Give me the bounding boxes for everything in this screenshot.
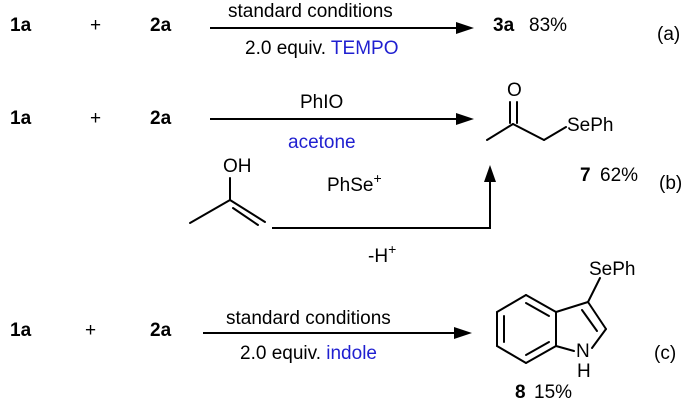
reaction-b-product: 7: [580, 165, 591, 186]
reaction-a-product: 3a: [493, 15, 515, 36]
indole-n-c7a-bond: [555, 345, 575, 352]
product-7-structure: O SePh: [486, 80, 613, 141]
reaction-b-reagent-top: PhIO: [300, 92, 343, 113]
reaction-c-conditions-top: standard conditions: [226, 308, 391, 329]
indole-c3-se-bond: [587, 277, 601, 303]
reaction-c-plus: +: [85, 320, 96, 341]
reaction-a-yield: 83%: [529, 15, 567, 36]
reaction-a-conditions-top: standard conditions: [228, 1, 393, 22]
reaction-c-reactant-2: 2a: [150, 320, 172, 341]
reaction-b-plus: +: [90, 108, 101, 129]
reaction-a-conditions-prefix: 2.0 equiv.: [245, 38, 331, 59]
reaction-a-reactant-1: 1a: [10, 15, 32, 36]
reaction-a-label: (a): [657, 24, 680, 45]
reaction-b-side-arrowhead: [484, 165, 496, 182]
reaction-c-reagent-indole: indole: [326, 343, 377, 364]
reaction-b-proton-loss: -H+: [368, 241, 396, 267]
product-8-structure: N H SePh: [496, 259, 635, 382]
reaction-b-phse-charge: +: [373, 170, 381, 186]
reaction-c-conditions-bottom: 2.0 equiv. indole: [240, 343, 377, 364]
reaction-a-arrowhead: [456, 22, 474, 34]
indole-benzene-bond-6: [496, 294, 527, 313]
reaction-b-phse-reagent: PhSe+: [327, 170, 382, 196]
ch2-se-bond: [543, 126, 567, 141]
enol-oh-label: OH: [223, 156, 252, 177]
product-7-seph-label: SePh: [567, 115, 613, 136]
reaction-c-label: (c): [654, 343, 676, 364]
reaction-c-reactant-1: 1a: [10, 320, 32, 341]
reaction-b-label: (b): [659, 173, 682, 194]
ketone-oxygen-label: O: [507, 80, 522, 101]
reaction-b: 1a + 2a PhIO acetone OH PhSe+ -H+ O SePh: [10, 80, 682, 267]
ketone-ch2-bond: [512, 123, 545, 141]
indole-benzene-bond-2: [496, 345, 527, 364]
reaction-c-conditions-prefix: 2.0 equiv.: [240, 343, 326, 364]
indole-benzene-bond-5: [525, 294, 557, 313]
product-8-seph-label: SePh: [589, 259, 635, 280]
enol-alkene-bond: [229, 199, 266, 223]
indole-c3-c2-bond: [587, 301, 607, 330]
indole-benzene-double-3: [525, 302, 550, 317]
reaction-c-yield: 15%: [534, 382, 572, 403]
reaction-b-reactant-2: 2a: [150, 108, 172, 129]
indole-benzene-bond-3: [525, 345, 557, 364]
reaction-a-reagent-tempo: TEMPO: [331, 38, 399, 59]
reaction-c-product: 8: [515, 382, 526, 403]
indole-c3a-c3-bond: [555, 301, 589, 313]
indole-h-label: H: [577, 361, 591, 382]
reaction-b-proton-loss-charge: +: [388, 241, 396, 257]
indole-c3-c2-double: [581, 309, 598, 332]
reaction-a: 1a + 2a standard conditions 2.0 equiv. T…: [10, 1, 680, 59]
enol-structure: OH: [189, 156, 266, 226]
reaction-b-reactant-1: 1a: [10, 108, 32, 129]
reaction-a-plus: +: [90, 15, 101, 36]
reaction-b-side-arrow: [272, 180, 491, 229]
reaction-a-conditions-bottom: 2.0 equiv. TEMPO: [245, 38, 398, 59]
enol-methyl-bond: [189, 199, 231, 224]
reaction-b-yield: 62%: [600, 165, 638, 186]
reaction-a-reactant-2: 2a: [150, 15, 172, 36]
indole-n-label: N: [576, 341, 590, 362]
enol-alkene-double-bond: [232, 207, 259, 226]
reaction-c-arrowhead: [454, 327, 472, 339]
reaction-c: 1a + 2a standard conditions 2.0 equiv. i…: [10, 259, 676, 403]
reaction-b-proton-loss-text: -H: [368, 246, 388, 267]
ketone-methyl-bond: [486, 123, 514, 141]
indole-c2-n-bond: [591, 328, 607, 349]
reaction-b-arrowhead: [456, 113, 474, 125]
reaction-b-reagent-acetone: acetone: [288, 132, 356, 153]
reaction-b-phse-text: PhSe: [327, 175, 373, 196]
indole-benzene-double-2: [525, 341, 550, 356]
